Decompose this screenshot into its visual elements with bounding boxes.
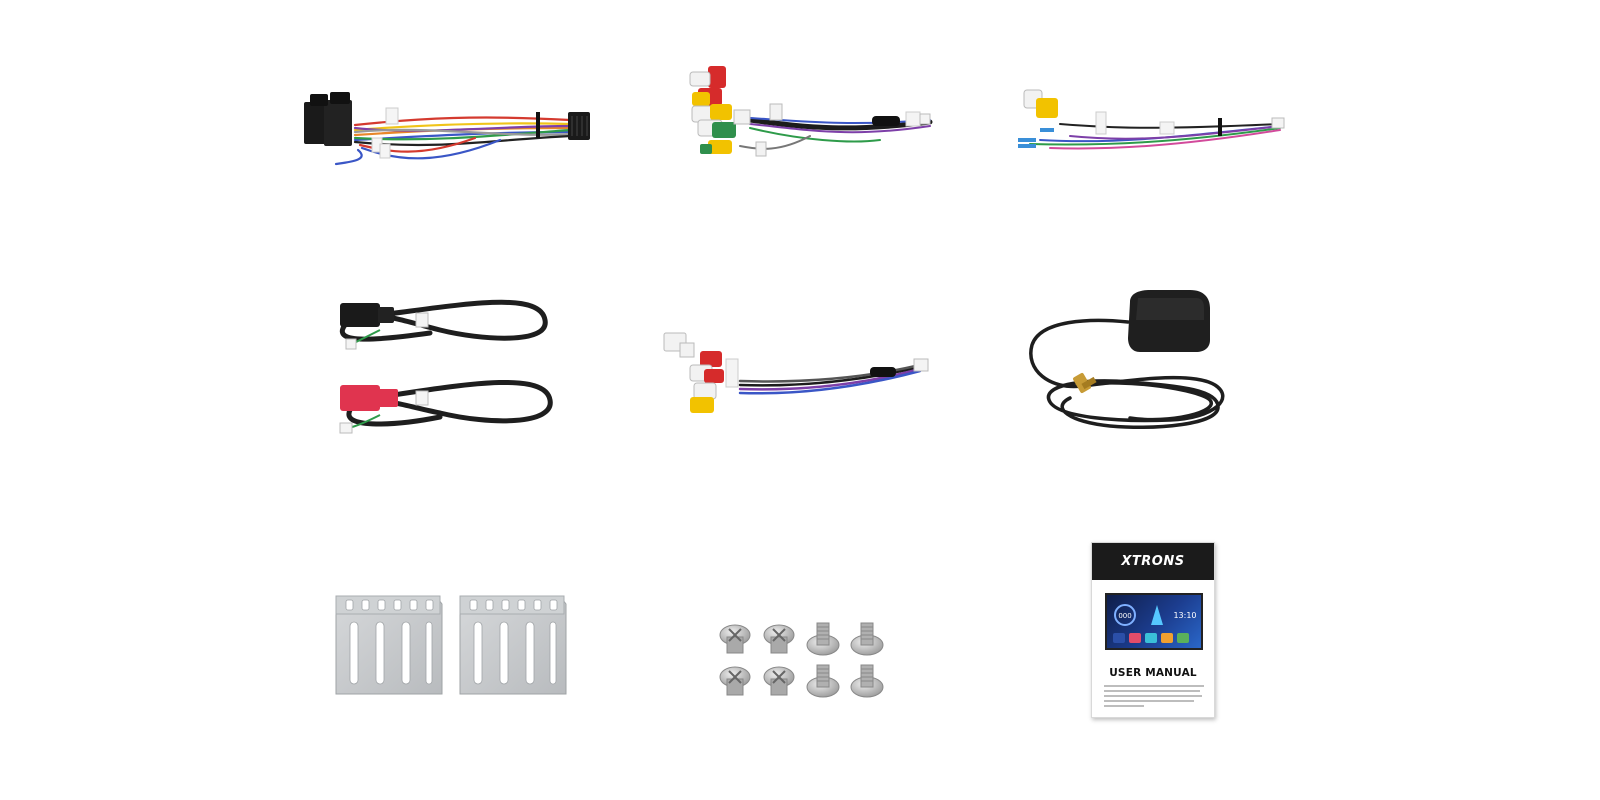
manual-cover-screen: 000 13:10	[1105, 593, 1203, 650]
rca-av-cable	[660, 325, 950, 425]
manual-fine-print	[1104, 685, 1204, 710]
manual-header: XTRONS	[1092, 543, 1214, 580]
manual-title: USER MANUAL	[1109, 667, 1197, 679]
camera-input-cable	[1010, 80, 1310, 170]
screw-flat-1	[719, 624, 751, 654]
user-manual: XTRONS 000 13:10 USER MANUAL	[1091, 542, 1215, 718]
rca-audio-video-cable	[680, 60, 950, 170]
mounting-brackets	[330, 590, 580, 700]
gps-antenna	[1020, 290, 1250, 450]
manual-brand-logo: XTRONS	[1121, 554, 1185, 569]
manual-screen-time: 13:10	[1173, 611, 1196, 620]
manual-screen-speed: 000	[1118, 612, 1131, 620]
iso-power-harness	[300, 80, 610, 180]
usb-cables	[320, 285, 580, 445]
screws	[715, 615, 895, 705]
